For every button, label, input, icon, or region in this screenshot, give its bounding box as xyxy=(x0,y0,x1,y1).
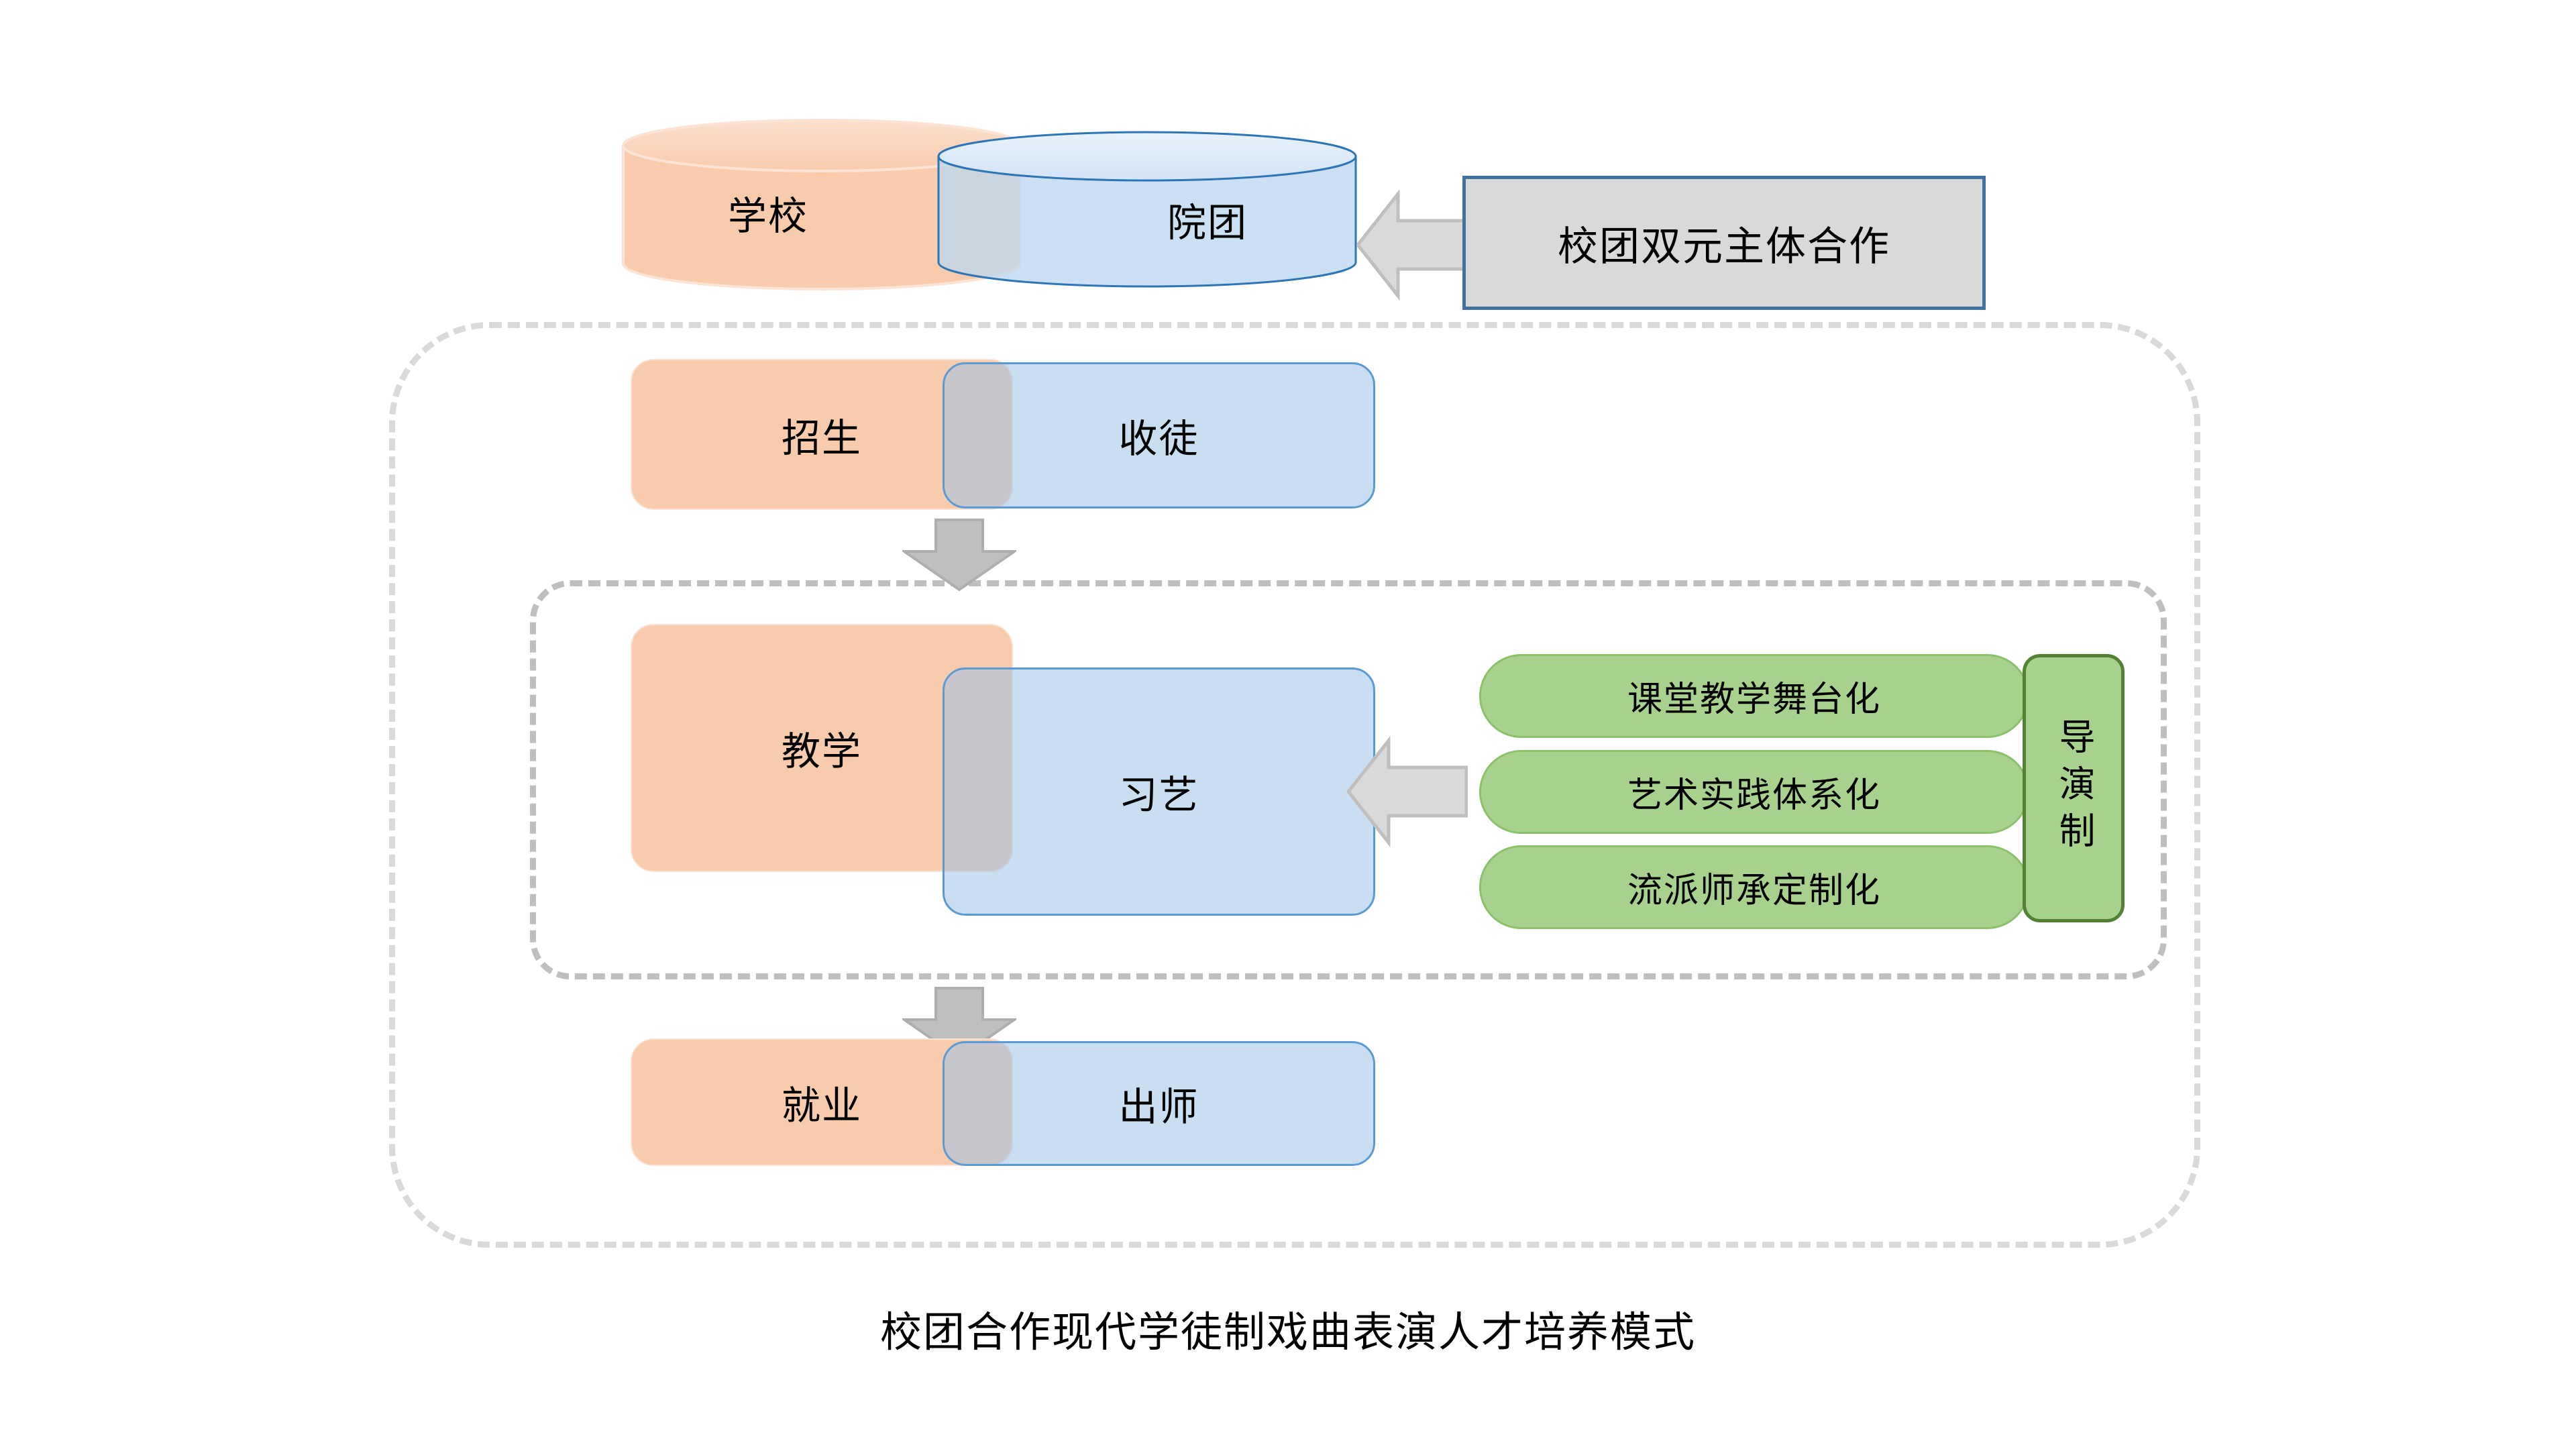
box-recruit-apprentice[interactable]: 收徒 xyxy=(943,362,1375,508)
inner-dashed-frame xyxy=(530,580,2167,979)
measure-pill-2[interactable]: 艺术实践体系化 xyxy=(1479,750,2029,834)
callout-box[interactable]: 校团双元主体合作 xyxy=(1462,176,1986,310)
measure-pill-1-label: 课堂教学舞台化 xyxy=(1627,680,1881,720)
cylinder-troupe-label: 院团 xyxy=(1167,200,1248,246)
measure-pill-3[interactable]: 流派师承定制化 xyxy=(1479,845,2029,929)
director-system-label: 导演制 xyxy=(2053,718,2095,859)
director-system-box[interactable]: 导演制 xyxy=(2023,654,2125,922)
flow-arrow-down-1-icon xyxy=(902,518,1016,592)
measure-pill-3-label: 流派师承定制化 xyxy=(1627,871,1881,911)
cylinder-troupe[interactable]: 院团 xyxy=(936,131,1358,292)
cylinder-school-label: 学校 xyxy=(728,193,809,239)
callout-box-label: 校团双元主体合作 xyxy=(1558,223,1890,270)
measure-pill-1[interactable]: 课堂教学舞台化 xyxy=(1479,654,2029,738)
callout-left-arrow-icon xyxy=(1356,184,1477,305)
measures-left-arrow-icon xyxy=(1347,731,1468,852)
box-learn-art-label: 习艺 xyxy=(1118,772,1199,818)
box-graduate-master[interactable]: 出师 xyxy=(943,1041,1375,1166)
box-graduate-master-label: 出师 xyxy=(1118,1084,1199,1130)
measure-pill-2-label: 艺术实践体系化 xyxy=(1627,775,1881,816)
box-learn-art[interactable]: 习艺 xyxy=(943,667,1375,916)
diagram-caption: 校团合作现代学徒制戏曲表演人才培养模式 xyxy=(879,1307,1696,1356)
outer-dashed-frame xyxy=(389,322,2200,1248)
box-recruit-apprentice-label: 收徒 xyxy=(1118,416,1199,462)
